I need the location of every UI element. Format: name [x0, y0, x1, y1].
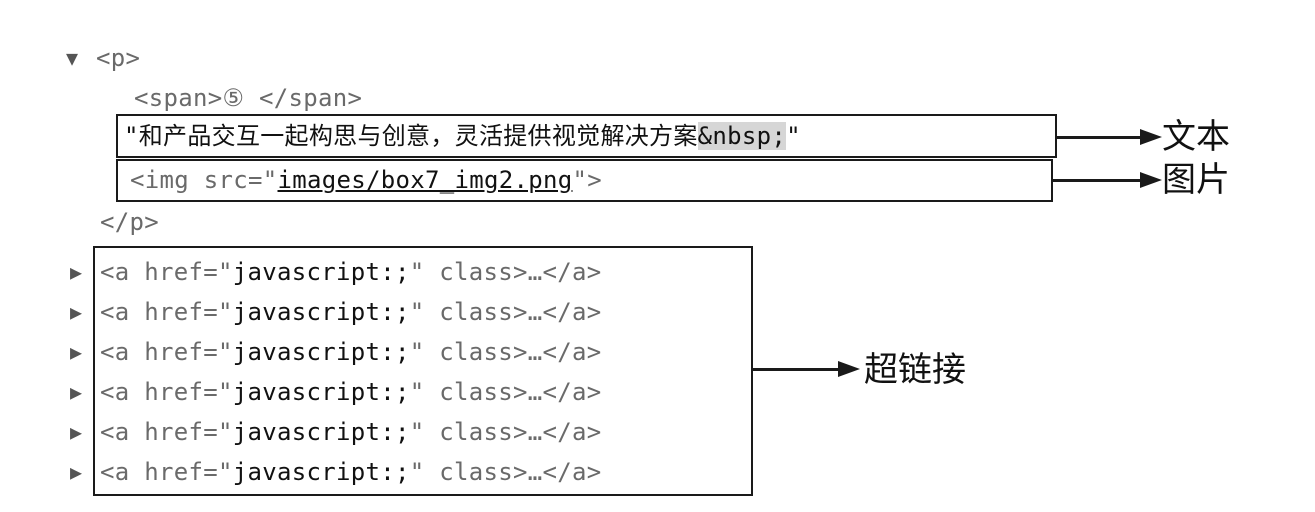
anchor-tag-prefix: <a href=" [100, 258, 233, 286]
anchor-href-value: javascript:; [232, 458, 410, 486]
anchor-tag-suffix: " class>…</a> [409, 258, 602, 286]
anchor-href-value: javascript:; [232, 418, 410, 446]
p-close-tag[interactable]: </p> [100, 208, 159, 236]
anchor-tag-suffix: " class>…</a> [409, 338, 602, 366]
text-arrow-head-icon [1140, 129, 1162, 145]
text-node-box [116, 114, 1057, 158]
text-node-line[interactable]: "和产品交互一起构思与创意，灵活提供视觉解决方案&nbsp;" [124, 116, 801, 156]
anchor-tag-row[interactable]: <a href="javascript:;" class>…</a> [100, 372, 602, 412]
anchor-tag-prefix: <a href=" [100, 458, 233, 486]
anchor-tag-suffix: " class>…</a> [409, 298, 602, 326]
anchor-tag-row[interactable]: <a href="javascript:;" class>…</a> [100, 412, 602, 452]
anchor-tag-suffix: " class>…</a> [409, 418, 602, 446]
img-tag-suffix: "> [572, 166, 602, 194]
anchor-tag-row[interactable]: <a href="javascript:;" class>…</a> [100, 452, 602, 492]
nbsp-entity-highlight: &nbsp; [697, 122, 787, 150]
text-arrow-line [1057, 136, 1145, 139]
text-annotation-label: 文本 [1162, 117, 1230, 157]
anchor-tag-row[interactable]: <a href="javascript:;" class>…</a> [100, 332, 602, 372]
img-tag-line[interactable]: <img src="images/box7_img2.png"> [130, 160, 602, 200]
anchor-tag-prefix: <a href=" [100, 378, 233, 406]
links-arrow-head-icon [838, 361, 860, 377]
anchor-href-value: javascript:; [232, 378, 410, 406]
links-group-box [93, 246, 753, 496]
span-tag-line[interactable]: <span>⑤ </span> [134, 84, 363, 112]
collapse-triangle-icon[interactable]: ▶ [70, 340, 83, 364]
image-arrow-line [1053, 179, 1145, 182]
anchor-href-value: javascript:; [232, 338, 410, 366]
links-annotation-label: 超链接 [864, 350, 966, 390]
links-arrow-line [753, 368, 843, 371]
anchor-href-value: javascript:; [232, 258, 410, 286]
text-node-content: 和产品交互一起构思与创意，灵活提供视觉解决方案 [138, 122, 698, 150]
img-node-box [116, 159, 1053, 202]
image-annotation-label: 图片 [1162, 160, 1230, 200]
anchor-tag-row[interactable]: <a href="javascript:;" class>…</a> [100, 292, 602, 332]
anchor-tag-suffix: " class>…</a> [409, 378, 602, 406]
anchor-tag-prefix: <a href=" [100, 418, 233, 446]
text-open-quote: " [124, 122, 139, 150]
anchor-tag-row[interactable]: <a href="javascript:;" class>…</a> [100, 252, 602, 292]
p-open-tag[interactable]: <p> [96, 44, 141, 72]
anchor-tag-prefix: <a href=" [100, 298, 233, 326]
collapse-triangle-icon[interactable]: ▶ [70, 300, 83, 324]
img-src-link[interactable]: images/box7_img2.png [277, 166, 573, 194]
collapse-triangle-icon[interactable]: ▶ [70, 380, 83, 404]
anchor-tag-suffix: " class>…</a> [409, 458, 602, 486]
text-close-quote: " [786, 122, 801, 150]
expand-triangle-icon[interactable]: ▼ [66, 46, 79, 70]
collapse-triangle-icon[interactable]: ▶ [70, 460, 83, 484]
collapse-triangle-icon[interactable]: ▶ [70, 260, 83, 284]
img-tag-prefix: <img src=" [130, 166, 278, 194]
anchor-tag-prefix: <a href=" [100, 338, 233, 366]
collapse-triangle-icon[interactable]: ▶ [70, 420, 83, 444]
image-arrow-head-icon [1140, 172, 1162, 188]
anchor-href-value: javascript:; [232, 298, 410, 326]
